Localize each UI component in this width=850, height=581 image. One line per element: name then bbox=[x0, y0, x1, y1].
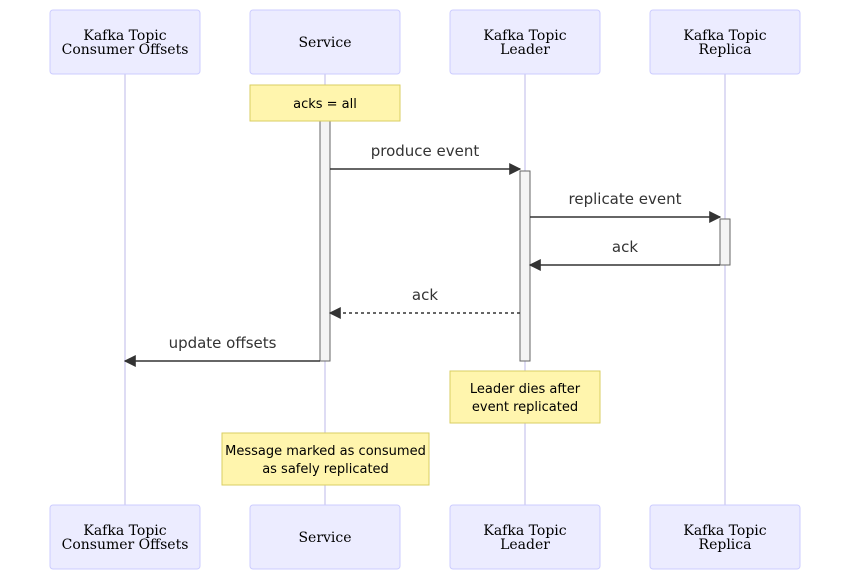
actor-service-top: Service bbox=[249, 9, 401, 75]
note-acks-all: acks = all bbox=[249, 84, 401, 122]
note-box bbox=[449, 370, 601, 424]
actor-label: Replica bbox=[699, 42, 752, 58]
note-box bbox=[221, 432, 430, 486]
actor-label: Kafka Topic bbox=[83, 523, 166, 539]
note-text: Leader dies after bbox=[470, 382, 581, 397]
message-ack-from-replica: ack bbox=[528, 238, 720, 271]
actor-box bbox=[649, 9, 801, 75]
actor-label: Service bbox=[298, 530, 351, 546]
actor-label: Service bbox=[298, 35, 351, 51]
actor-label: Leader bbox=[500, 537, 550, 553]
message-produce-event: produce event bbox=[330, 142, 522, 175]
actor-label: Kafka Topic bbox=[483, 523, 566, 539]
message-ack-to-service: ack bbox=[328, 286, 520, 319]
message-label: ack bbox=[412, 286, 438, 304]
actor-box bbox=[49, 9, 201, 75]
note-text: as safely replicated bbox=[262, 462, 389, 477]
actor-box bbox=[49, 504, 201, 570]
actor-box bbox=[449, 504, 601, 570]
actor-label: Leader bbox=[500, 42, 550, 58]
activation-service bbox=[319, 120, 331, 362]
message-replicate-event: replicate event bbox=[530, 190, 722, 223]
actor-label: Kafka Topic bbox=[483, 28, 566, 44]
actor-box bbox=[449, 9, 601, 75]
actor-label: Replica bbox=[699, 537, 752, 553]
actor-label: Consumer Offsets bbox=[62, 537, 189, 553]
message-label: update offsets bbox=[169, 334, 277, 352]
activation-replica bbox=[719, 218, 731, 266]
activation-leader bbox=[519, 170, 531, 362]
note-box bbox=[249, 84, 401, 122]
actor-box bbox=[249, 9, 401, 75]
actor-label: Kafka Topic bbox=[83, 28, 166, 44]
actor-label: Kafka Topic bbox=[683, 523, 766, 539]
note-text: acks = all bbox=[293, 97, 357, 112]
message-label: ack bbox=[612, 238, 638, 256]
actor-box bbox=[649, 504, 801, 570]
note-leader-dies: Leader dies after event replicated bbox=[449, 370, 601, 424]
actor-service-bottom: Service bbox=[249, 504, 401, 570]
actor-label: Consumer Offsets bbox=[62, 42, 189, 58]
note-text: Message marked as consumed bbox=[225, 444, 426, 459]
message-label: produce event bbox=[371, 142, 480, 160]
message-update-offsets: update offsets bbox=[123, 334, 320, 367]
note-marked-consumed: Message marked as consumed as safely repl… bbox=[221, 432, 430, 486]
actor-box bbox=[249, 504, 401, 570]
message-label: replicate event bbox=[569, 190, 682, 208]
note-text: event replicated bbox=[472, 400, 578, 415]
actor-label: Kafka Topic bbox=[683, 28, 766, 44]
